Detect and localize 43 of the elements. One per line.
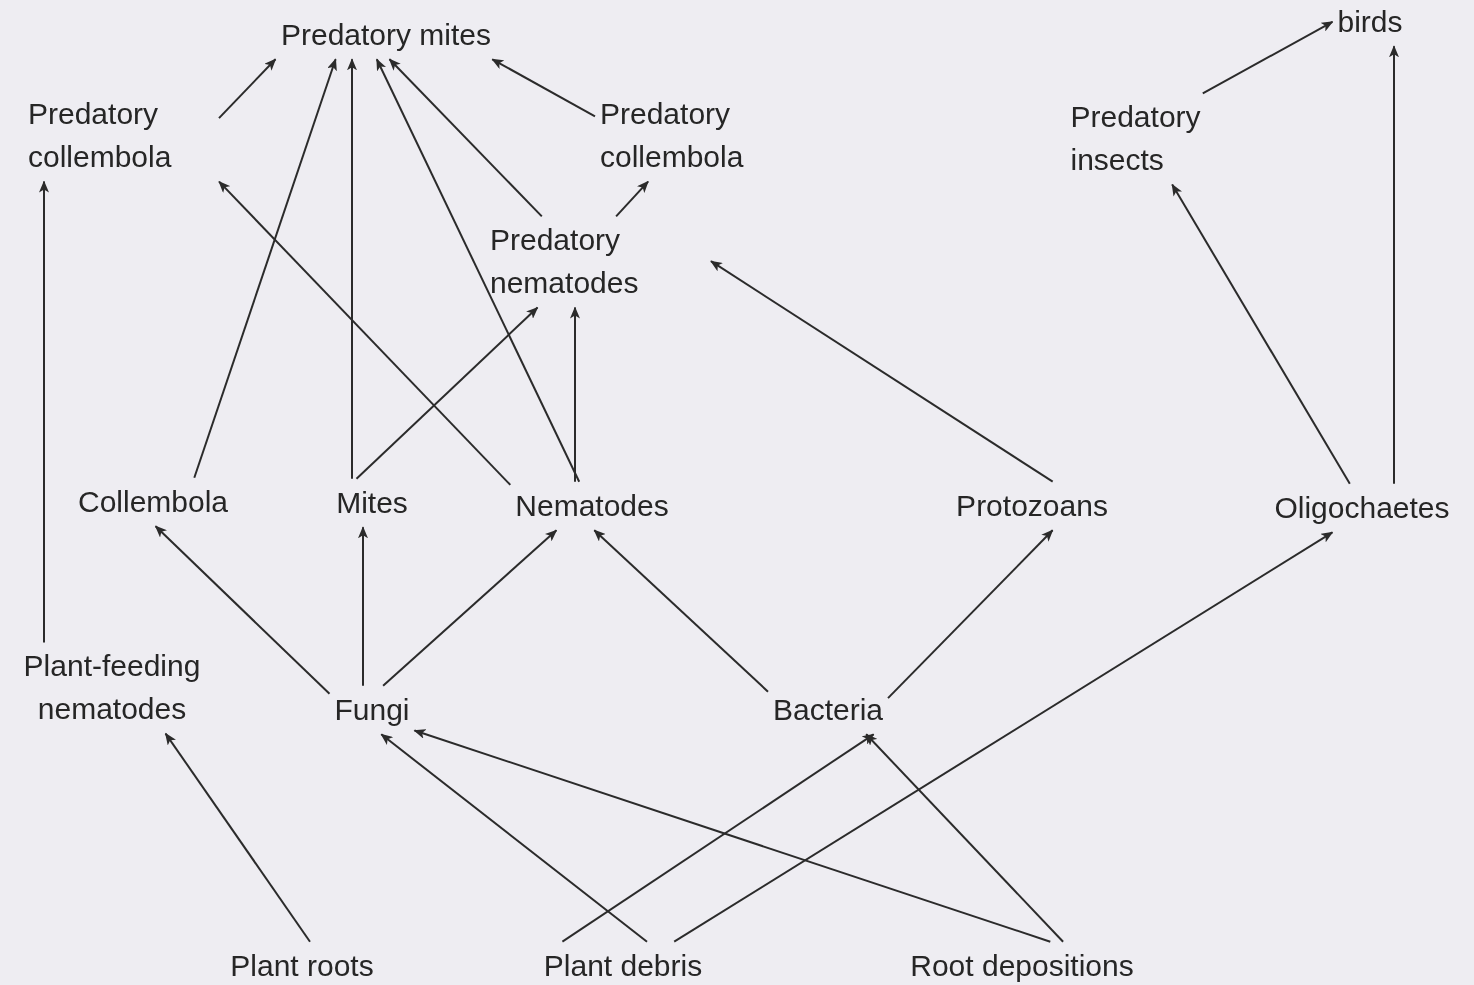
arrow <box>593 529 769 693</box>
node-label: Predatory collembola <box>600 96 745 175</box>
node-label: Predatory mites <box>280 16 492 53</box>
arrow <box>154 525 331 695</box>
arrow <box>358 526 368 687</box>
node-label: Plant debris <box>543 947 703 984</box>
arrow <box>388 58 543 218</box>
arrow <box>865 733 1065 943</box>
arrow <box>375 58 581 483</box>
arrow <box>193 58 337 479</box>
node-label: Bacteria <box>772 691 884 728</box>
node-label: birds <box>1337 3 1403 40</box>
node-label: Predatory collembola <box>28 96 173 175</box>
arrow <box>570 306 580 483</box>
node-label: Oligochaetes <box>1274 489 1450 526</box>
arrow <box>1171 183 1351 485</box>
arrow <box>887 529 1054 700</box>
node-label: Root depositions <box>910 947 1134 984</box>
node-label: Mites <box>336 484 408 521</box>
arrow <box>218 180 512 486</box>
node-label: Predatory insects <box>1070 99 1202 178</box>
arrow <box>39 180 49 644</box>
arrow <box>710 260 1054 483</box>
node-label: Nematodes <box>515 487 669 524</box>
arrow <box>164 732 311 943</box>
node-label: Protozoans <box>956 487 1108 524</box>
arrow <box>382 529 558 687</box>
arrow <box>1389 45 1399 485</box>
arrow <box>673 531 1334 943</box>
node-label: Fungi <box>334 691 410 728</box>
arrow <box>1201 20 1334 95</box>
arrow <box>413 729 1052 943</box>
arrow <box>380 733 648 943</box>
arrow <box>347 58 357 480</box>
arrow <box>491 58 596 118</box>
arrow <box>218 58 277 120</box>
node-label: Plant roots <box>230 947 374 984</box>
node-label: Plant-feeding nematodes <box>22 648 202 727</box>
arrow <box>615 180 650 218</box>
arrow <box>561 733 875 943</box>
node-label: Collembola <box>77 483 229 520</box>
node-label: Predatory nematodes <box>490 222 640 301</box>
arrow <box>355 306 539 480</box>
